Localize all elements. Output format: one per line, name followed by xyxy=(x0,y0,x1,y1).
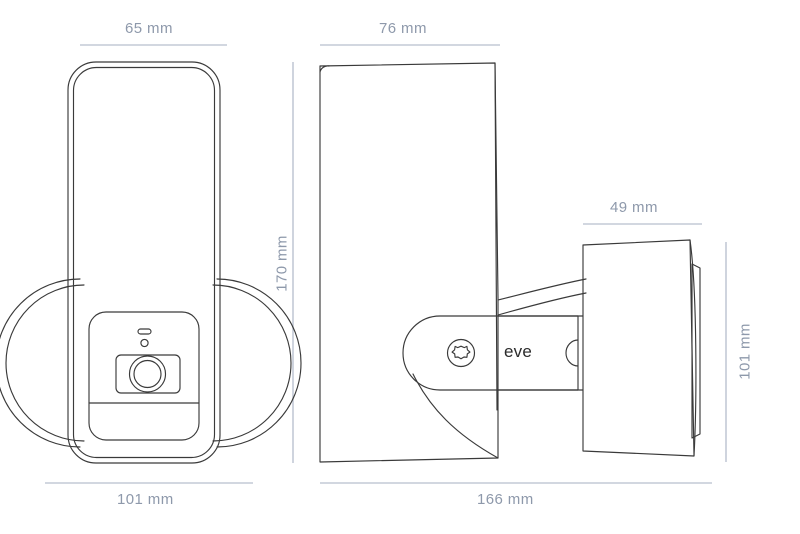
camera-head-front-plate xyxy=(691,263,701,439)
hinge-tail xyxy=(412,373,499,459)
floodlight-top-corner xyxy=(319,65,330,73)
mount-ring-outer xyxy=(0,278,81,448)
camera-lens-outer xyxy=(128,355,167,393)
dim-label-front-height: 170 mm xyxy=(273,235,291,292)
mount-ring-inner-right xyxy=(212,284,292,442)
camera-lens-inner xyxy=(133,359,162,389)
mount-ring-outer-right xyxy=(216,278,302,448)
status-led xyxy=(140,338,149,348)
swivel-hinge xyxy=(402,315,579,391)
camera-module xyxy=(88,311,200,441)
lens-bezel xyxy=(115,354,181,394)
camera-head xyxy=(582,239,695,457)
dim-label-head-height: 101 mm xyxy=(736,323,754,380)
brand-label-eve: eve xyxy=(504,342,533,361)
dim-label-front-bottom: 101 mm xyxy=(117,491,174,508)
mount-ring xyxy=(0,278,302,448)
front-view xyxy=(0,61,302,464)
bracket-curve-upper xyxy=(497,278,587,301)
dimension-lines xyxy=(45,44,727,484)
floodlight-body-edge xyxy=(494,62,498,411)
front-body-inner xyxy=(72,66,216,459)
dim-label-front-top: 65 mm xyxy=(125,20,173,37)
bracket-curve-lower xyxy=(497,292,587,316)
dim-label-side-bottom: 166 mm xyxy=(477,491,534,508)
ball-joint-notch xyxy=(565,339,579,367)
torx-screw-outer xyxy=(446,338,476,368)
dim-label-head-top: 49 mm xyxy=(610,199,658,216)
floodlight-body xyxy=(319,62,499,463)
torx-screw-star xyxy=(451,345,471,360)
torx-screw xyxy=(446,338,476,368)
camera-head-seam xyxy=(689,239,697,457)
speaker-slot xyxy=(137,328,152,335)
mount-ring-inner xyxy=(5,284,85,442)
dim-label-side-top: 76 mm xyxy=(379,20,427,37)
front-body-outer xyxy=(67,61,221,464)
side-view xyxy=(319,62,701,463)
